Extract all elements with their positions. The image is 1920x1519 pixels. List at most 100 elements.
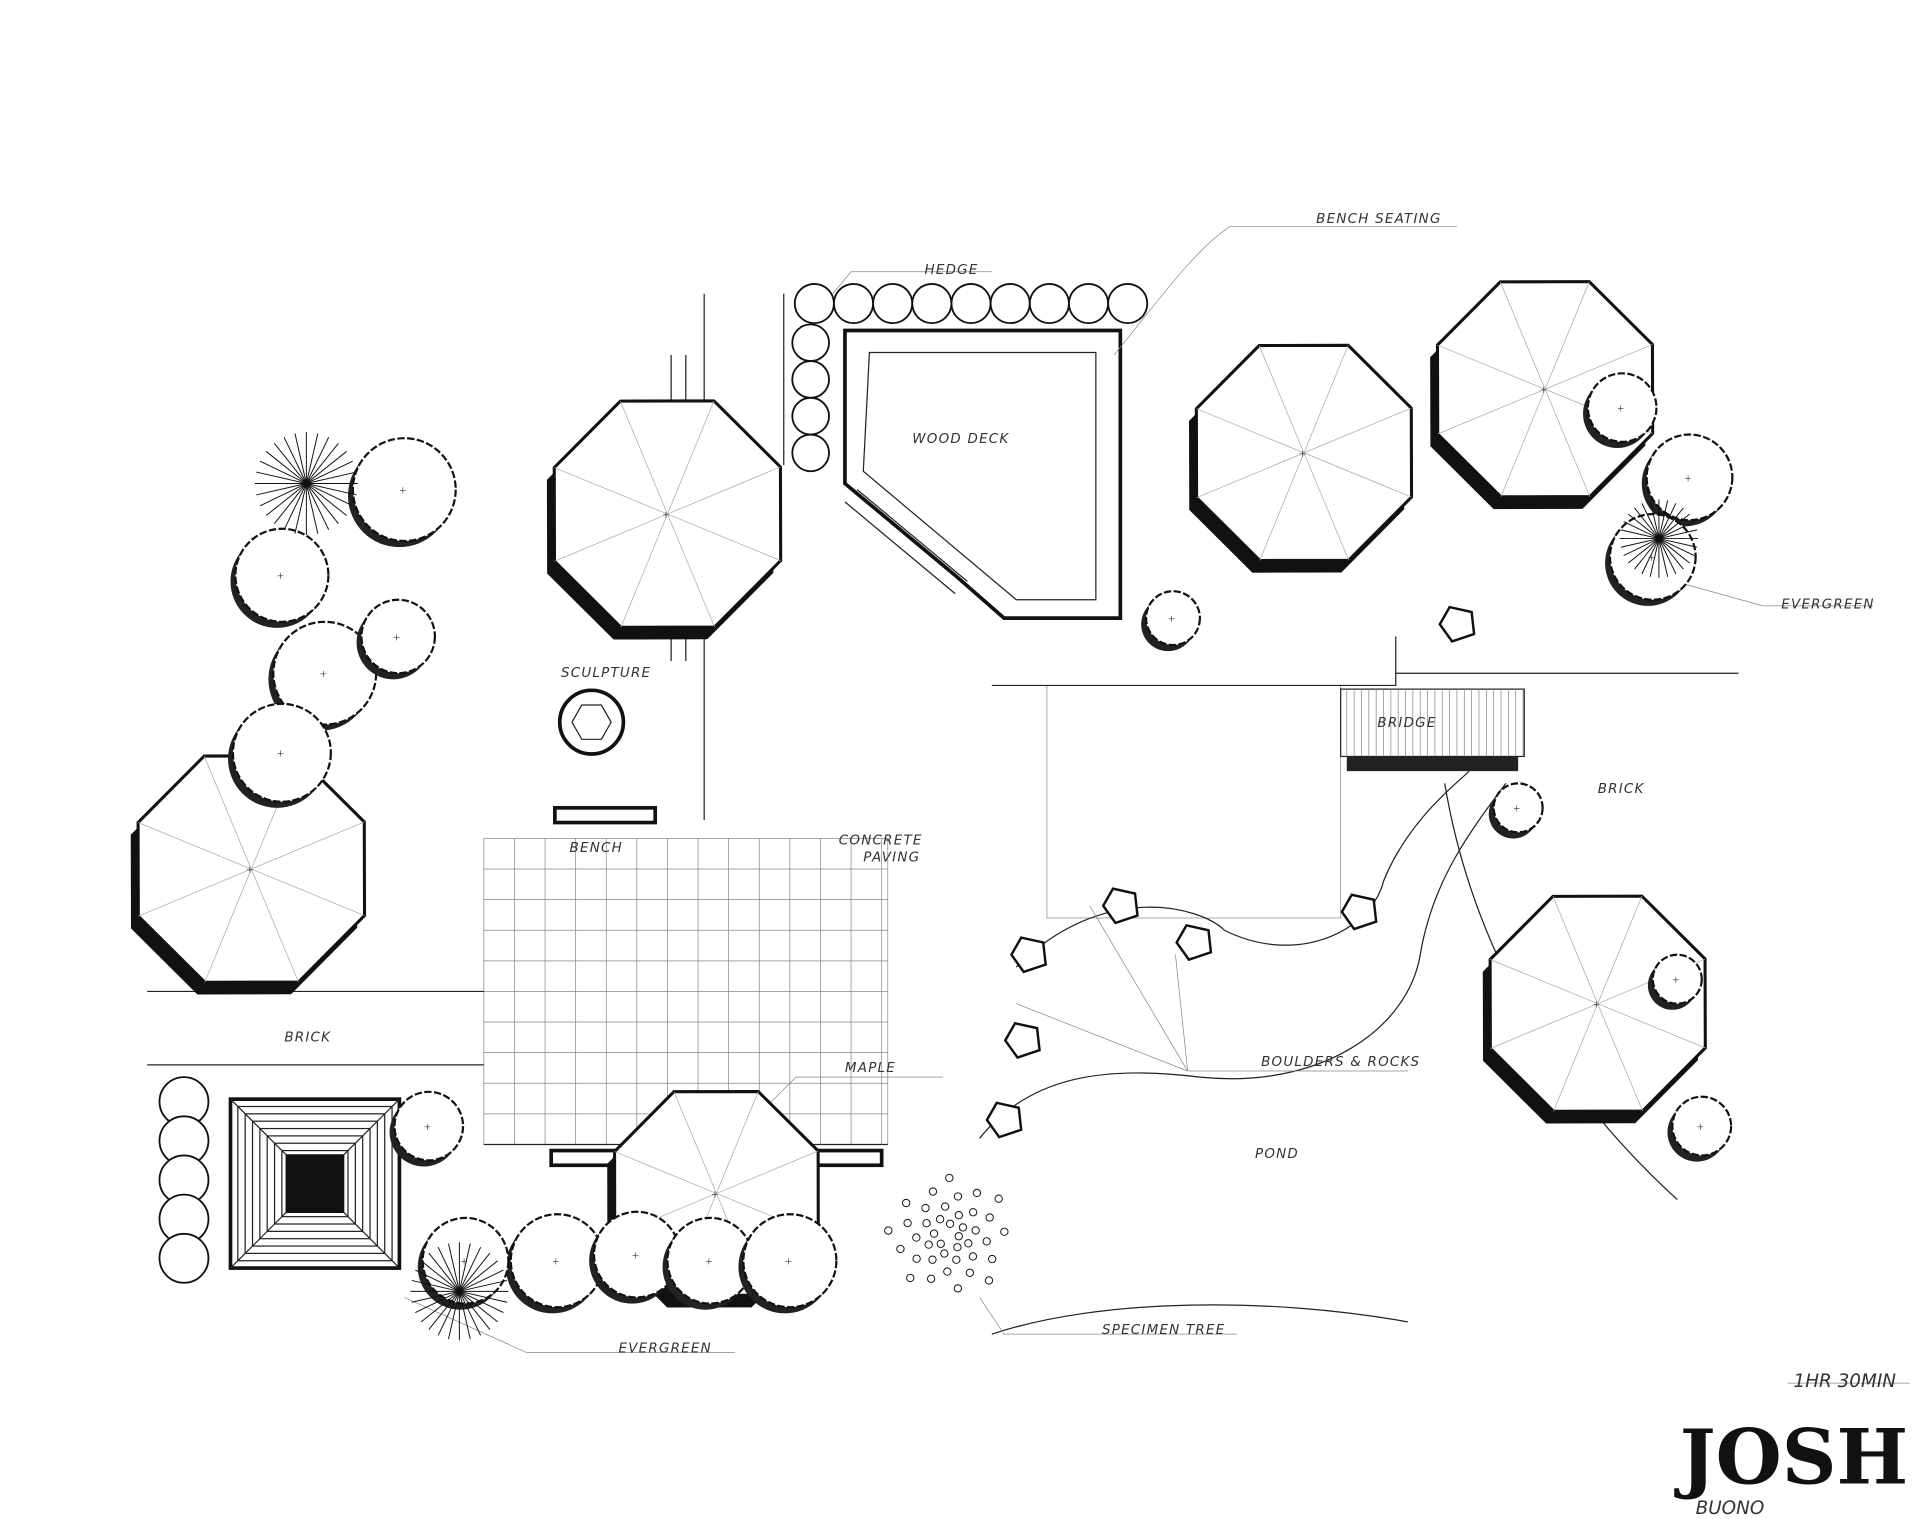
- sculpture: [557, 688, 626, 756]
- hedge-shrub: [791, 360, 830, 399]
- label-boulders-rocks: BOULDERS & ROCKS: [1261, 1055, 1420, 1070]
- tree-canopy: [1645, 433, 1734, 522]
- tree-canopy: [1651, 953, 1703, 1005]
- label-maple: MAPLE: [845, 1061, 896, 1076]
- round-tree: +: [268, 620, 378, 731]
- label-evergreen-right: EVERGREEN: [1781, 597, 1874, 612]
- round-tree: +: [505, 1213, 605, 1314]
- label-concrete: CONCRETE: [839, 834, 923, 849]
- svg-text:+: +: [277, 747, 284, 761]
- canopy-tree: +: [1482, 894, 1707, 1124]
- hedge-shrub: [911, 283, 953, 325]
- label-bridge: BRIDGE: [1377, 716, 1436, 731]
- wood-deck: [843, 328, 1123, 620]
- tree-canopy: [360, 598, 437, 675]
- signature-last-name: BUONO: [1696, 1498, 1765, 1519]
- hedge-shrub: [791, 323, 830, 363]
- signature-first-name: JOSH: [1674, 1413, 1908, 1502]
- canopy-tree: +: [1430, 280, 1655, 510]
- round-tree: +: [417, 1216, 510, 1310]
- round-tree: +: [1667, 1095, 1733, 1162]
- boulder: [1101, 887, 1139, 925]
- evergreen-tree: [1619, 499, 1699, 578]
- round-tree: +: [1141, 590, 1202, 652]
- round-tree: +: [1641, 433, 1734, 527]
- label-brick-right: BRICK: [1598, 782, 1645, 797]
- label-wood-deck: WOOD DECK: [912, 432, 1009, 447]
- bridge: [1340, 688, 1525, 772]
- round-tree: +: [1583, 372, 1658, 448]
- svg-text:+: +: [277, 569, 284, 583]
- svg-text:+: +: [785, 1255, 792, 1269]
- label-bench: BENCH: [570, 841, 623, 856]
- label-brick-left: BRICK: [284, 1031, 331, 1046]
- tree-canopy: [1492, 782, 1544, 834]
- svg-text:+: +: [632, 1249, 639, 1263]
- round-tree: +: [738, 1213, 838, 1314]
- boulder: [1340, 893, 1378, 931]
- canopy-tree: +: [1189, 343, 1414, 573]
- concrete-paving-grid: [483, 685, 1342, 1145]
- label-specimen-tree: SPECIMEN TREE: [1102, 1323, 1225, 1338]
- svg-text:+: +: [461, 1255, 468, 1269]
- svg-text:+: +: [1299, 447, 1306, 461]
- leader-lines: [404, 226, 1910, 1384]
- trees: + + + + + + + + + + + + + + + + + + + + + + + +: [130, 280, 1734, 1341]
- label-bench-seating: BENCH SEATING: [1316, 212, 1441, 227]
- label-pond: POND: [1255, 1147, 1299, 1162]
- boulder: [1003, 1021, 1041, 1059]
- tree-canopy: [742, 1213, 838, 1309]
- round-tree: +: [1488, 782, 1544, 839]
- hedge-shrub: [793, 283, 835, 325]
- svg-text:+: +: [1513, 802, 1520, 816]
- round-tree: +: [662, 1216, 755, 1310]
- round-tree: +: [356, 598, 437, 680]
- svg-text:+: +: [552, 1255, 559, 1269]
- svg-text:+: +: [1168, 612, 1175, 626]
- hedge-shrub: [791, 433, 830, 473]
- svg-text:+: +: [1540, 383, 1547, 397]
- hedge-shrub: [872, 283, 914, 325]
- round-tree: +: [230, 527, 330, 628]
- tree-canopy: [1144, 590, 1202, 647]
- boulder: [985, 1101, 1023, 1139]
- svg-text:+: +: [320, 667, 327, 681]
- evergreen-tree: [410, 1242, 509, 1341]
- hedge-shrub: [1028, 283, 1070, 325]
- svg-text:+: +: [712, 1187, 719, 1201]
- signature-time: 1HR 30MIN: [1794, 1371, 1897, 1392]
- round-tree: +: [347, 437, 457, 548]
- label-hedge: HEDGE: [925, 263, 979, 278]
- shrub: [158, 1232, 210, 1284]
- round-tree: +: [389, 1090, 465, 1167]
- round-tree: +: [228, 702, 332, 808]
- svg-text:+: +: [1617, 401, 1624, 415]
- hedge-shrub: [833, 283, 875, 325]
- canopy-tree: +: [546, 399, 783, 640]
- tree-canopy: [231, 702, 332, 803]
- svg-text:+: +: [1697, 1120, 1704, 1134]
- hedge-shrub: [1107, 283, 1149, 325]
- svg-text:+: +: [663, 508, 670, 522]
- tree-canopy: [351, 437, 457, 543]
- hedge-shrub: [1068, 283, 1110, 325]
- svg-text:+: +: [246, 863, 253, 877]
- svg-text:+: +: [424, 1120, 431, 1134]
- round-tree: +: [1647, 953, 1703, 1010]
- label-paving: PAVING: [863, 851, 920, 866]
- svg-text:+: +: [1648, 551, 1655, 565]
- hedge-shrub: [791, 396, 830, 436]
- pavilion-roof: [228, 1097, 402, 1270]
- canopy-tree: +: [130, 754, 367, 995]
- tree-canopy: [234, 527, 330, 623]
- svg-text:+: +: [705, 1255, 712, 1269]
- svg-text:+: +: [1672, 973, 1679, 987]
- svg-text:+: +: [399, 484, 406, 498]
- tree-canopy: [393, 1090, 465, 1162]
- label-sculpture: SCULPTURE: [561, 666, 651, 681]
- svg-text:+: +: [1593, 998, 1600, 1012]
- bench: [553, 806, 658, 825]
- boulder: [1438, 605, 1476, 643]
- label-evergreen-bottom: EVERGREEN: [619, 1342, 712, 1357]
